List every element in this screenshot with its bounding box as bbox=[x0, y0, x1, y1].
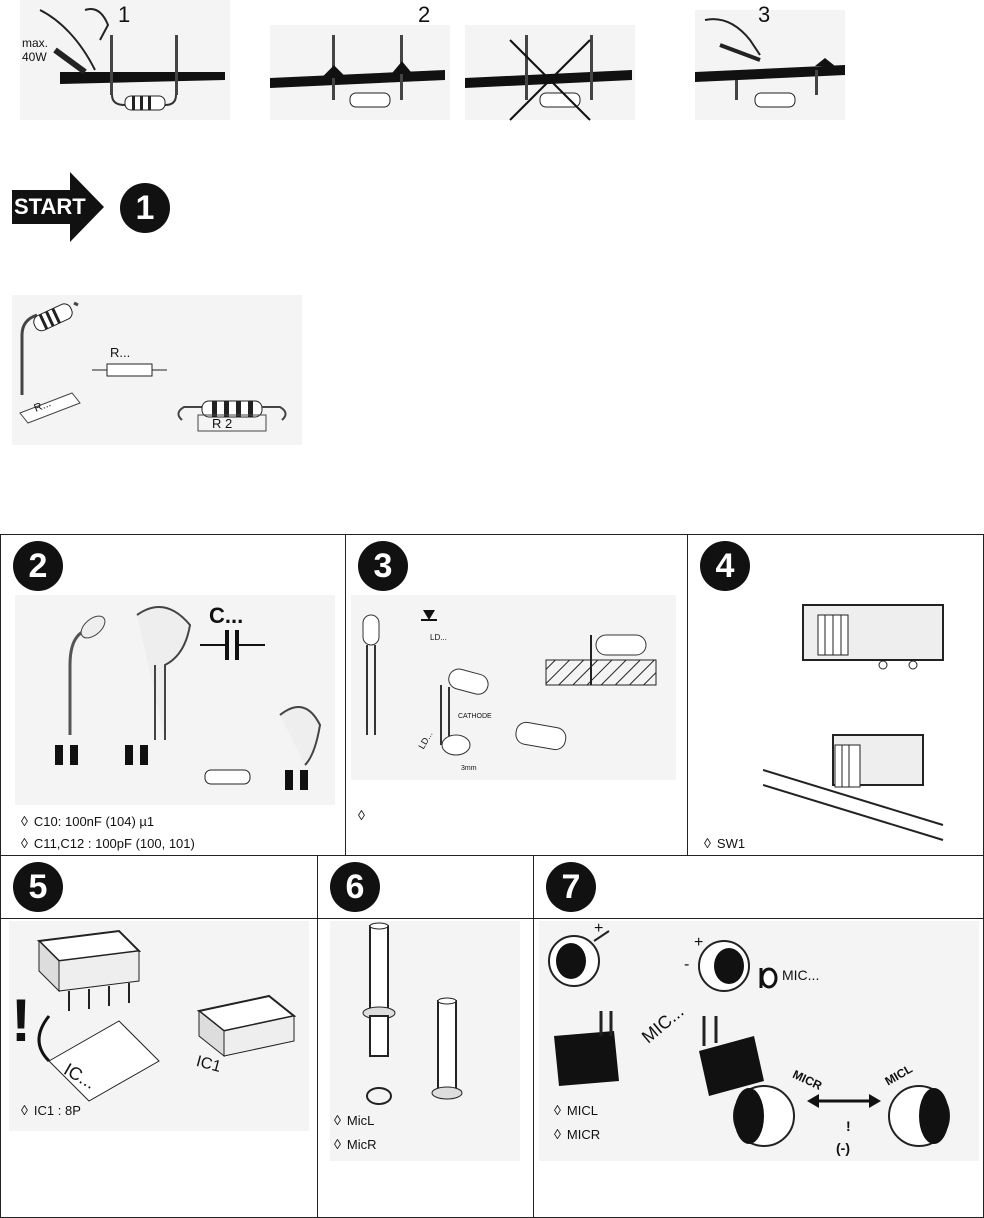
ic1-item: ◊ IC1 : 8P bbox=[21, 1102, 81, 1118]
c10-label: C10: 100nF (104) µ1 bbox=[33, 814, 155, 829]
mic-symbol-label: MIC... bbox=[782, 967, 820, 983]
diamond-bullet-icon: ◊ bbox=[334, 1112, 341, 1128]
micr-item: ◊ MICR bbox=[554, 1126, 600, 1142]
led-item: ◊ bbox=[358, 807, 371, 823]
step-badge-6: 6 bbox=[330, 862, 380, 912]
soldering-drawing bbox=[20, 0, 845, 121]
diamond-bullet-icon: ◊ bbox=[21, 835, 28, 851]
micr-pin-item: ◊ MicR bbox=[334, 1136, 377, 1152]
diamond-bullet-icon: ◊ bbox=[358, 807, 365, 823]
section-7: 7 + + - MIC... MIC... MICR MICL ! (-) ◊M… bbox=[533, 855, 984, 1218]
start-label: START bbox=[14, 194, 86, 219]
section-4: 4 ◊ SW1 bbox=[687, 534, 984, 856]
negative-label: (-) bbox=[836, 1140, 850, 1156]
step-2-label: 2 bbox=[418, 2, 431, 27]
cathode-label: CATHODE bbox=[458, 713, 492, 720]
c11-item: ◊ C11,C12 : 100pF (100, 101) bbox=[21, 835, 195, 851]
led-label: LD... bbox=[430, 633, 447, 642]
resistor-board-label: R 2 bbox=[212, 416, 233, 431]
diamond-bullet-icon: ◊ bbox=[554, 1126, 561, 1142]
diamond-bullet-icon: ◊ bbox=[21, 1102, 28, 1118]
step-badge-1: 1 bbox=[120, 183, 170, 233]
plus-sign-2: + bbox=[694, 934, 704, 951]
section-3: 3 LD... CATHODE 3mm LD... ◊ bbox=[345, 534, 688, 856]
minus-sign-1: - bbox=[684, 956, 690, 973]
start-arrow: START bbox=[12, 172, 104, 242]
step-badge-5: 5 bbox=[13, 862, 63, 912]
switch-drawing bbox=[763, 604, 944, 841]
led-drawing bbox=[351, 595, 676, 780]
microphone-drawing bbox=[539, 921, 979, 1161]
polarity-warning: ! bbox=[846, 1118, 851, 1134]
capacitor-drawing bbox=[15, 595, 335, 805]
sw1-item: ◊ SW1 bbox=[704, 835, 745, 851]
start-arrow-icon bbox=[12, 172, 104, 242]
power-max-label: max. bbox=[22, 36, 49, 50]
c11-label: C11,C12 : 100pF (100, 101) bbox=[33, 836, 195, 851]
step-badge-3: 3 bbox=[358, 541, 408, 591]
capacitor-symbol-label: C... bbox=[209, 603, 244, 628]
pin-drawing bbox=[330, 921, 520, 1161]
section-5: 5 ! IC... IC1 ◊IC1 : 8P bbox=[0, 855, 319, 1218]
diamond-bullet-icon: ◊ bbox=[704, 835, 711, 851]
diamond-bullet-icon: ◊ bbox=[554, 1102, 561, 1118]
micl-label: MICL bbox=[566, 1103, 598, 1118]
resistor-drawing bbox=[12, 295, 302, 445]
step-1-label: 1 bbox=[118, 2, 131, 27]
step-badge-4: 4 bbox=[700, 541, 750, 591]
distance-label: 3mm bbox=[461, 765, 477, 772]
step-badge-7: 7 bbox=[546, 862, 596, 912]
ic1-label: IC1 : 8P bbox=[33, 1103, 81, 1118]
resistor-symbol-label: R... bbox=[110, 345, 131, 360]
plus-sign-1: + bbox=[594, 920, 604, 937]
diamond-bullet-icon: ◊ bbox=[21, 813, 28, 829]
step-badge-2: 2 bbox=[13, 541, 63, 591]
warning-mark: ! bbox=[11, 987, 31, 1054]
micl-item: ◊ MICL bbox=[554, 1102, 598, 1118]
micl-pin-label: MicL bbox=[346, 1113, 375, 1128]
step-3-label: 3 bbox=[758, 2, 771, 27]
section-6: 6 ◊ MicL ◊ MicR bbox=[317, 855, 535, 1218]
resistor-illustration: R... R... R 2 bbox=[12, 295, 302, 445]
soldering-illustration: 1 2 3 max. 40W bbox=[0, 0, 984, 130]
section-2: 2 C... ◊ C10: 100nF (104) µ1 ◊ C11,C12 : 1… bbox=[0, 534, 346, 856]
c10-item: ◊ C10: 100nF (104) µ1 bbox=[21, 813, 154, 829]
micr-label: MICR bbox=[566, 1127, 601, 1142]
power-watt-label: 40W bbox=[22, 50, 47, 64]
ic-socket-drawing bbox=[9, 921, 309, 1131]
sw1-label: SW1 bbox=[716, 836, 746, 851]
diamond-bullet-icon: ◊ bbox=[334, 1136, 341, 1152]
micr-pin-label: MicR bbox=[346, 1137, 377, 1152]
micl-pin-item: ◊ MicL bbox=[334, 1112, 374, 1128]
